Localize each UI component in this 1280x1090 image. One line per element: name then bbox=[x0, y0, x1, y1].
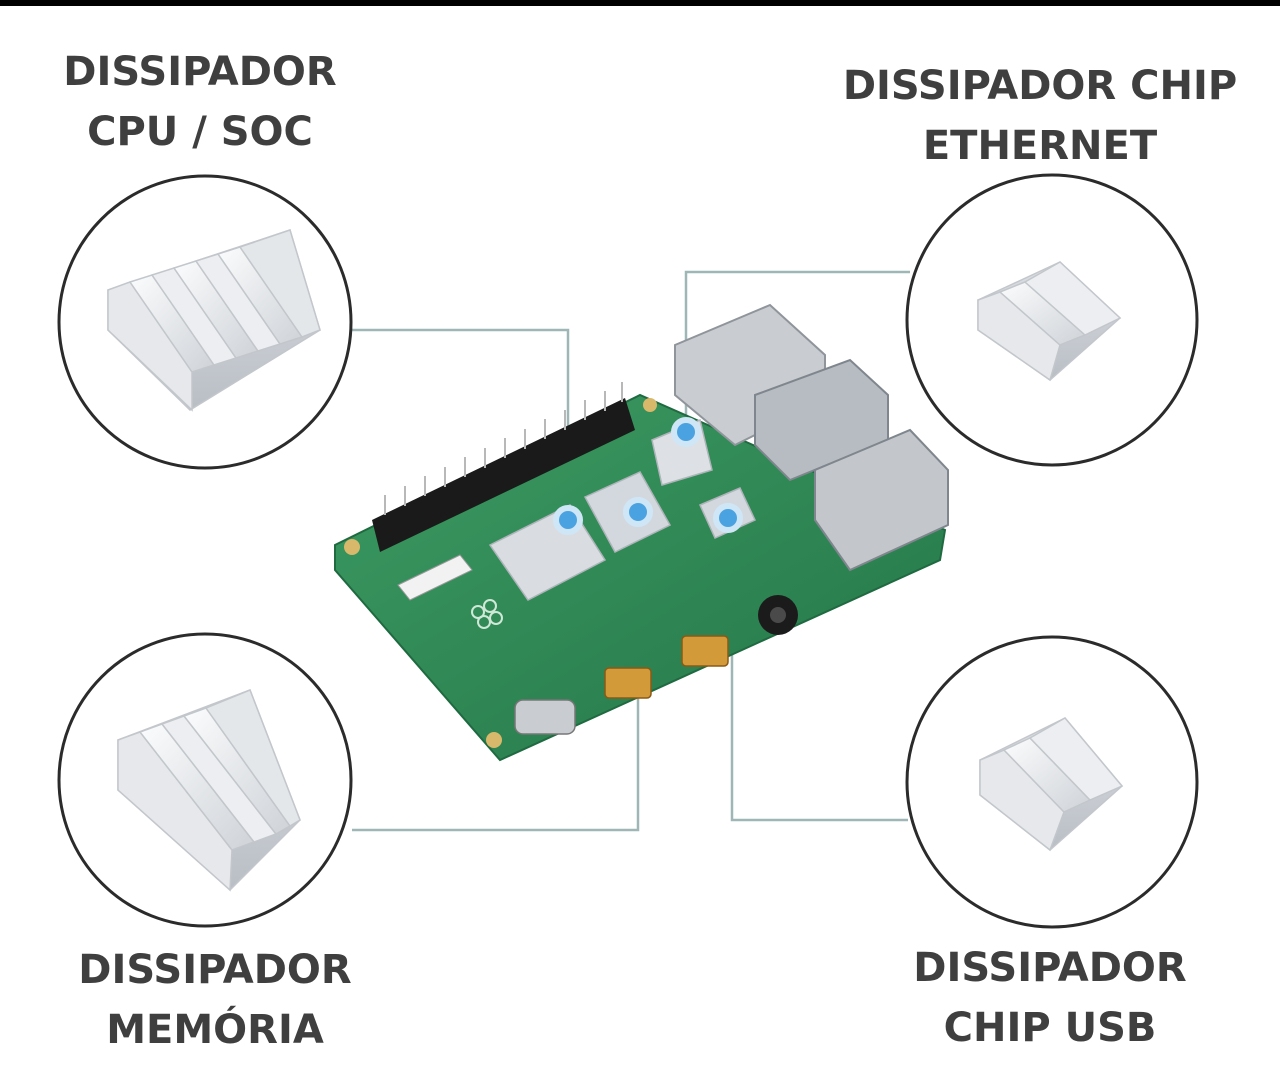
top-border bbox=[0, 0, 1280, 6]
marker-dots bbox=[553, 417, 743, 535]
cpu-heatsink-image bbox=[107, 229, 321, 412]
raspberry-pi-board-image bbox=[334, 303, 949, 762]
connector-line-usb bbox=[730, 578, 908, 822]
marker-usb bbox=[713, 503, 743, 533]
label-ethernet-line1: DISSIPADOR CHIP bbox=[842, 63, 1238, 109]
ethernet-heatsink-image bbox=[977, 261, 1122, 382]
label-memory-line1: DISSIPADOR bbox=[78, 947, 352, 993]
label-cpu-soc-heatsink: DISSIPADOR CPU / SOC bbox=[40, 42, 360, 162]
connector-line-memory bbox=[352, 690, 640, 832]
label-memory-heatsink: DISSIPADOR MEMÓRIA bbox=[50, 940, 380, 1060]
label-usb-chip-heatsink: DISSIPADOR CHIP USB bbox=[890, 938, 1210, 1058]
label-usb-line2: CHIP USB bbox=[943, 1005, 1157, 1051]
usb-heatsink-image bbox=[979, 717, 1124, 852]
label-ethernet-chip-heatsink: DISSIPADOR CHIP ETHERNET bbox=[840, 56, 1240, 176]
memory-heatsink-image bbox=[117, 689, 301, 892]
marker-memory bbox=[623, 497, 653, 527]
label-cpu-line2: CPU / SOC bbox=[87, 109, 313, 155]
label-memory-line2: MEMÓRIA bbox=[106, 1007, 324, 1053]
marker-cpu bbox=[553, 505, 583, 535]
label-cpu-line1: DISSIPADOR bbox=[63, 49, 337, 95]
label-ethernet-line2: ETHERNET bbox=[922, 123, 1158, 169]
label-usb-line1: DISSIPADOR bbox=[913, 945, 1187, 991]
marker-ethernet bbox=[671, 417, 701, 447]
